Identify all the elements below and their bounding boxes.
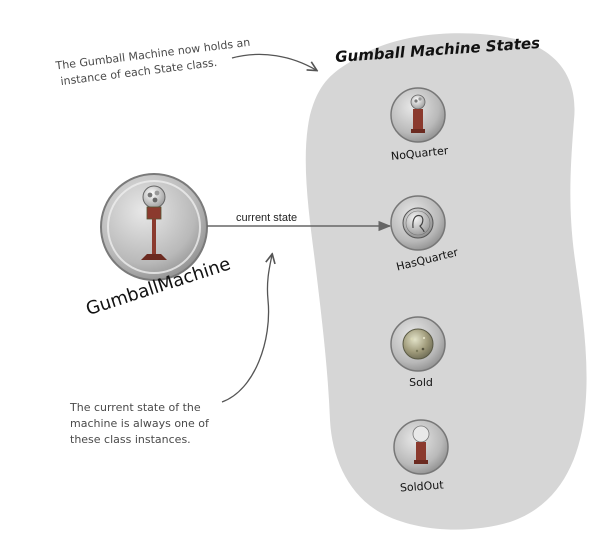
top-annotation: The Gumball Machine now holds an instanc… [54, 36, 251, 88]
top-note-arrow [231, 53, 316, 70]
bottom-note-line2: machine is always one of [70, 417, 210, 430]
current-state-label: current state [236, 212, 297, 224]
state-sold-out-label: SoldOut [400, 478, 445, 494]
bottom-note-arrow [221, 255, 272, 403]
bottom-annotation: The current state of the machine is alwa… [69, 401, 210, 446]
states-panel-blob [305, 33, 587, 530]
gumball-machine-node: GumballMachine [83, 173, 233, 320]
state-sold: Sold [390, 316, 446, 389]
state-sold-label: Sold [409, 376, 433, 389]
state-no-quarter-label: NoQuarter [390, 144, 449, 163]
empty-gumball-machine-icon [412, 425, 430, 464]
gumball-machine-icon [410, 94, 426, 133]
bottom-note-line1: The current state of the [69, 401, 201, 414]
gumball-machine-icon [141, 185, 167, 260]
state-sold-out: SoldOut [393, 419, 449, 495]
gumball-icon [402, 328, 434, 360]
bottom-note-line3: these class instances. [70, 433, 191, 446]
state-no-quarter: NoQuarter [390, 87, 449, 163]
quarter-coin-icon [402, 207, 434, 239]
